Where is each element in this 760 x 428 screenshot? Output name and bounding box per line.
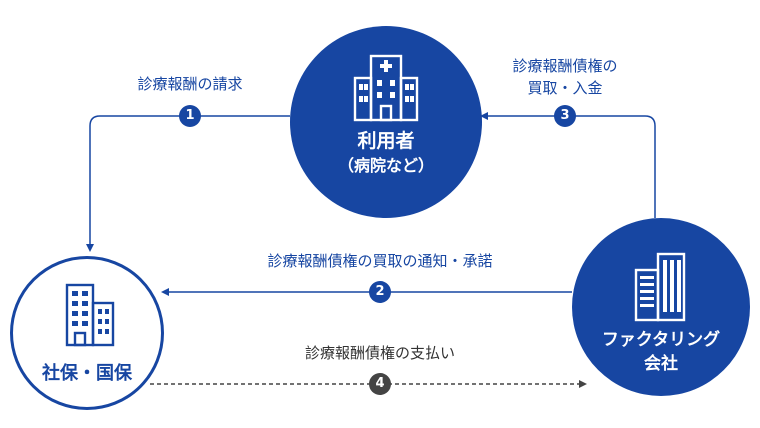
- flow-3-badge: 3: [554, 105, 576, 127]
- flow-2-badge: 2: [369, 281, 391, 303]
- factoring-node: ファクタリング 会社: [572, 218, 750, 396]
- flow-3-label-line2: 買取・入金: [527, 79, 603, 97]
- office-building-icon: [65, 283, 115, 347]
- flow-4-label: 診療報酬債権の支払い: [304, 344, 455, 362]
- user-node: 利用者 （病院など）: [290, 26, 482, 218]
- factoring-node-label-line1: ファクタリング: [601, 330, 721, 350]
- user-node-label: 利用者: [357, 130, 415, 152]
- skyscraper-icon: [634, 252, 686, 322]
- hospital-icon: [353, 54, 419, 122]
- flow-4-badge: 4: [369, 373, 391, 395]
- flow-1-badge: 1: [179, 105, 201, 127]
- user-node-sublabel: （病院など）: [337, 156, 434, 175]
- flow-3-line: [480, 112, 656, 218]
- flow-3-label-line1: 診療報酬債権の: [512, 57, 618, 75]
- flow-1-line: [86, 115, 290, 252]
- insurer-node: 社保・国保: [10, 256, 164, 410]
- insurer-node-label: 社保・国保: [42, 363, 132, 384]
- factoring-node-label-line2: 会社: [644, 354, 678, 374]
- flow-2-label: 診療報酬債権の買取の通知・承諾: [267, 252, 493, 270]
- flow-1-label: 診療報酬の請求: [137, 75, 243, 93]
